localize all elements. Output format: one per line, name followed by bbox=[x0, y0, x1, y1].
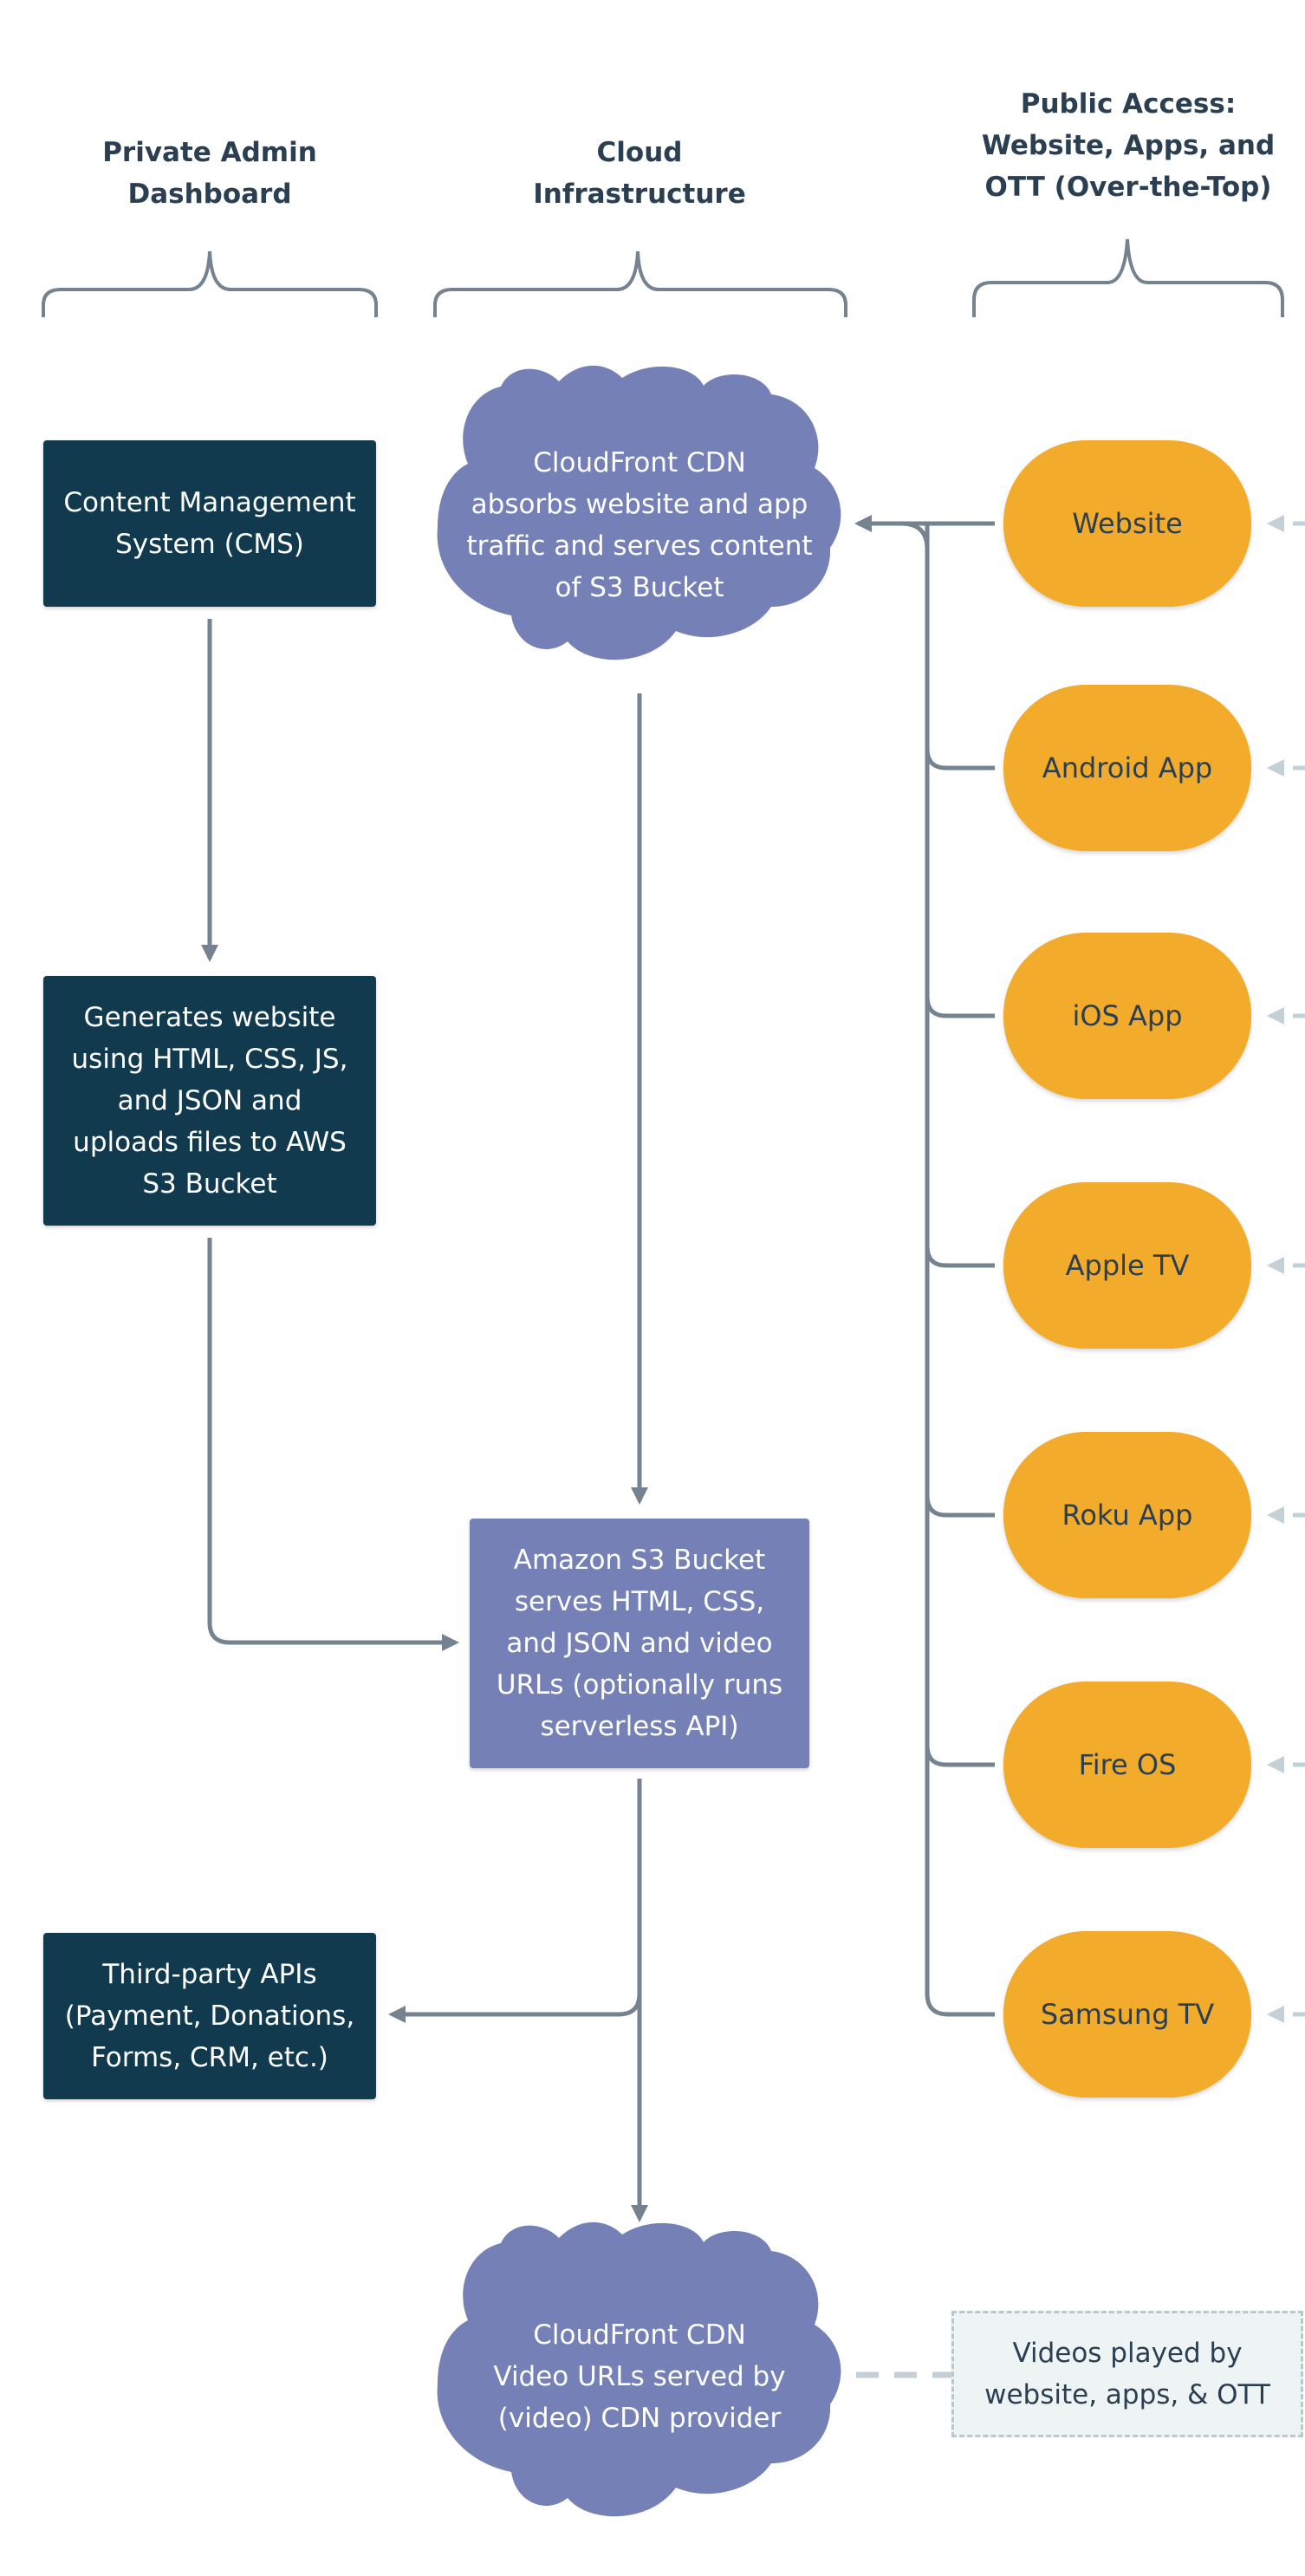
cloud-cdn-top-shape bbox=[437, 365, 841, 660]
bus-branch-roku bbox=[925, 1495, 995, 1518]
client-samsung-tv: Samsung TV bbox=[1003, 1931, 1251, 2098]
bus-branch-appletv bbox=[925, 1246, 995, 1268]
bus-branch-ios bbox=[925, 996, 995, 1018]
client-website: Website bbox=[1003, 440, 1251, 607]
arrow-generates-to-s3 bbox=[207, 1238, 459, 1651]
cloudfront-cdn-top-label: CloudFront CDN absorbs website and app t… bbox=[466, 447, 813, 603]
header-private-admin: Private Admin Dashboard bbox=[102, 137, 317, 210]
incoming-dashed-arrows bbox=[1267, 515, 1305, 2023]
cms-box: Content Management System (CMS) bbox=[43, 440, 376, 607]
client-ios-app: iOS App bbox=[1003, 933, 1251, 1099]
header-cloud-infrastructure: Cloud Infrastructure bbox=[533, 137, 746, 210]
brace-admin bbox=[42, 250, 378, 317]
brace-cloud bbox=[433, 250, 847, 317]
bus-branch-fireos bbox=[925, 1745, 995, 1767]
cloud-cdn-bottom-shape bbox=[437, 2221, 841, 2517]
brace-public bbox=[972, 238, 1284, 317]
generates-website-box: Generates website using HTML, CSS, JS, a… bbox=[43, 976, 376, 1226]
client-fire-os: Fire OS bbox=[1003, 1682, 1251, 1848]
bus-top-corner bbox=[900, 521, 930, 550]
arrow-s3-to-third-party bbox=[388, 1993, 642, 2023]
videos-played-note: Videos played by website, apps, & OTT bbox=[951, 2311, 1303, 2437]
third-party-apis-box: Third-party APIs (Payment, Donations, Fo… bbox=[43, 1933, 376, 2099]
client-bus bbox=[925, 524, 995, 2017]
client-apple-tv: Apple TV bbox=[1003, 1182, 1251, 1349]
client-roku-app: Roku App bbox=[1003, 1432, 1251, 1598]
client-android-app: Android App bbox=[1003, 685, 1251, 851]
bus-branch-android bbox=[925, 748, 995, 771]
header-public-access: Public Access: Website, Apps, and OTT (O… bbox=[981, 88, 1276, 203]
amazon-s3-bucket-box: Amazon S3 Bucket serves HTML, CSS, and J… bbox=[470, 1519, 809, 1768]
cloudfront-cdn-bottom-label: CloudFront CDN Video URLs served by (vid… bbox=[493, 2319, 786, 2434]
